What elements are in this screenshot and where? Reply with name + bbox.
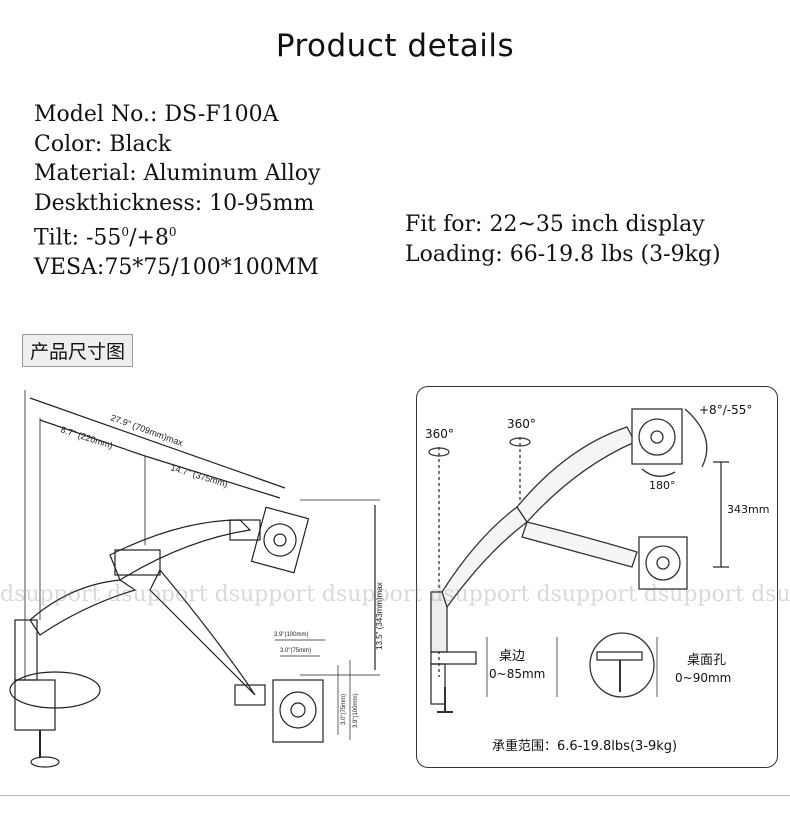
vesa-75v-label: 3.0"(75mm)	[341, 694, 347, 725]
specs-right: Fit for: 22~35 inch display Loading: 66-…	[405, 210, 721, 269]
tilt-label: +8°/-55°	[699, 403, 753, 417]
spec-model: Model No.: DS-F100A	[34, 102, 279, 127]
dim-mid-label: 14.7" (375mm)	[169, 462, 229, 489]
desk-hole-label: 桌面孔	[687, 653, 727, 668]
dim-height-label: 13.5" (343mm)max	[375, 582, 384, 650]
rotate-360-label-2: 360°	[507, 417, 536, 431]
vesa-100v-label: 3.9"(100mm)	[353, 694, 359, 728]
page-title: Product details	[275, 28, 515, 64]
specs-left: Model No.: DS-F100A Color: Black Materia…	[34, 100, 320, 282]
vesa-100-label: 3.9"(100mm)	[274, 632, 308, 638]
spec-vesa: VESA:75*75/100*100MM	[34, 254, 319, 280]
load-range-label: 承重范围：6.6-19.8lbs(3-9kg)	[492, 739, 678, 754]
spec-fit: Fit for: 22~35 inch display	[405, 212, 705, 237]
spec-desk-thickness: Deskthickness: 10-95mm	[34, 190, 315, 216]
rotate-360-label-1: 360°	[425, 427, 454, 441]
spec-tilt: Tilt: -550/+80	[34, 225, 177, 251]
desk-edge-range: 0~85mm	[489, 667, 546, 681]
monitor-arm-illustration	[428, 408, 729, 713]
height-343-label: 343mm	[727, 503, 770, 516]
desk-hole-range: 0~90mm	[675, 671, 732, 685]
rotate-180-label: 180°	[649, 479, 676, 492]
dimension-drawing: 27.9" (709mm)max 8.7" (220mm) 14.7" (375…	[0, 380, 395, 780]
vesa-75-label: 3.0"(75mm)	[280, 648, 311, 654]
spec-loading: Loading: 66-19.8 lbs (3-9kg)	[405, 241, 721, 267]
dim-short-label: 8.7" (220mm)	[59, 424, 114, 450]
spec-color: Color: Black	[34, 131, 172, 157]
divider	[0, 795, 790, 796]
desk-edge-label: 桌边	[499, 649, 526, 664]
spec-material: Material: Aluminum Alloy	[34, 161, 321, 186]
feature-panel: 360° 360° +8°/-55° 180° 343mm 桌边 0~85mm …	[416, 386, 778, 768]
dimension-chart-label: 产品尺寸图	[22, 334, 134, 367]
monitor-arm-drawing: 27.9" (709mm)max 8.7" (220mm) 14.7" (375…	[9, 390, 384, 768]
